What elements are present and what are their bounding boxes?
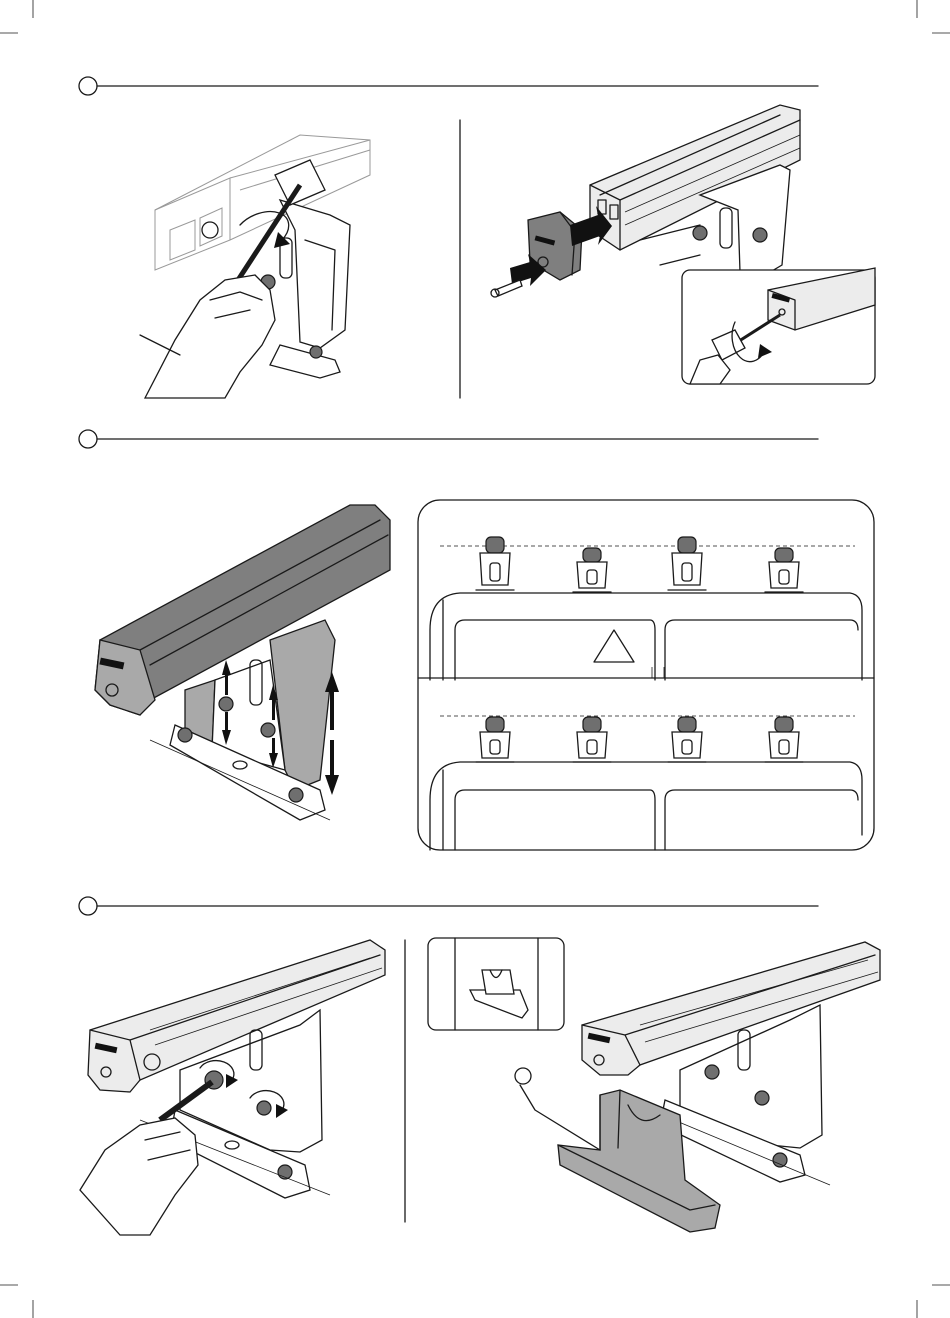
step-2-header xyxy=(79,430,818,448)
callout-marker xyxy=(202,222,218,238)
screwdriver-tool xyxy=(275,160,325,205)
callout-marker xyxy=(515,1068,531,1084)
hand xyxy=(145,275,275,398)
step-3-marker xyxy=(79,897,97,915)
tighten-bolts-panel xyxy=(80,940,385,1235)
step-3-header xyxy=(79,897,818,915)
step-1-header xyxy=(79,77,818,95)
step-2-marker xyxy=(79,430,97,448)
fitting-tool-placement-panel xyxy=(428,938,880,1232)
insert-end-cap-panel xyxy=(491,105,875,384)
remove-end-cap-panel xyxy=(140,135,370,398)
tool-inset xyxy=(428,938,564,1030)
detail-inset xyxy=(682,268,875,384)
foot-pad xyxy=(270,345,340,378)
hand xyxy=(80,1118,198,1235)
foot-height-adjustment-panel xyxy=(95,505,390,820)
foot-alignment-comparison-panel xyxy=(418,500,874,850)
step-1-marker xyxy=(79,77,97,95)
foot-bracket xyxy=(280,200,350,348)
